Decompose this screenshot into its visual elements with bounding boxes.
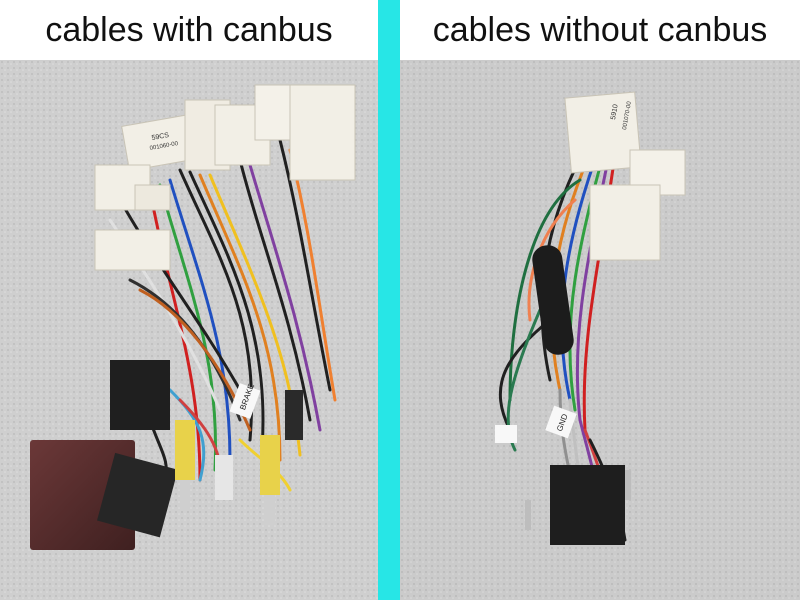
white-connectors: [564, 91, 686, 261]
cyan-divider: [378, 0, 400, 600]
black-connector: [110, 360, 170, 430]
gnd-tag: [545, 405, 577, 439]
left-part-number: 001060-00: [149, 141, 179, 152]
canbus-harness-photo: 59CS 001060-00 BRAKE: [0, 60, 378, 600]
black-connector: [550, 465, 625, 545]
left-connector-label: 59CS: [151, 132, 170, 142]
right-panel: cables without canbus: [400, 0, 800, 600]
wire-pin: [525, 500, 531, 530]
white-connectors: [94, 84, 356, 271]
wire-bundle: [108, 138, 337, 492]
rca-plugs: [175, 390, 303, 525]
wire-pin: [625, 470, 631, 500]
left-photo: 59CS 001060-00 BRAKE: [0, 60, 378, 600]
right-connector-label: 5910: [610, 104, 620, 121]
right-part-number: 001070-00: [622, 100, 633, 130]
left-caption: cables with canbus: [0, 0, 378, 60]
white-tag: [495, 425, 517, 443]
inline-fuse-holder: [532, 245, 574, 355]
black-connector: [97, 452, 178, 538]
brake-tag: [229, 383, 261, 419]
left-panel: cables with canbus: [0, 0, 378, 600]
plain-harness-photo: 5910 001070-00 GND: [400, 60, 800, 600]
right-photo: 5910 001070-00 GND: [400, 60, 800, 600]
right-caption: cables without canbus: [400, 0, 800, 60]
